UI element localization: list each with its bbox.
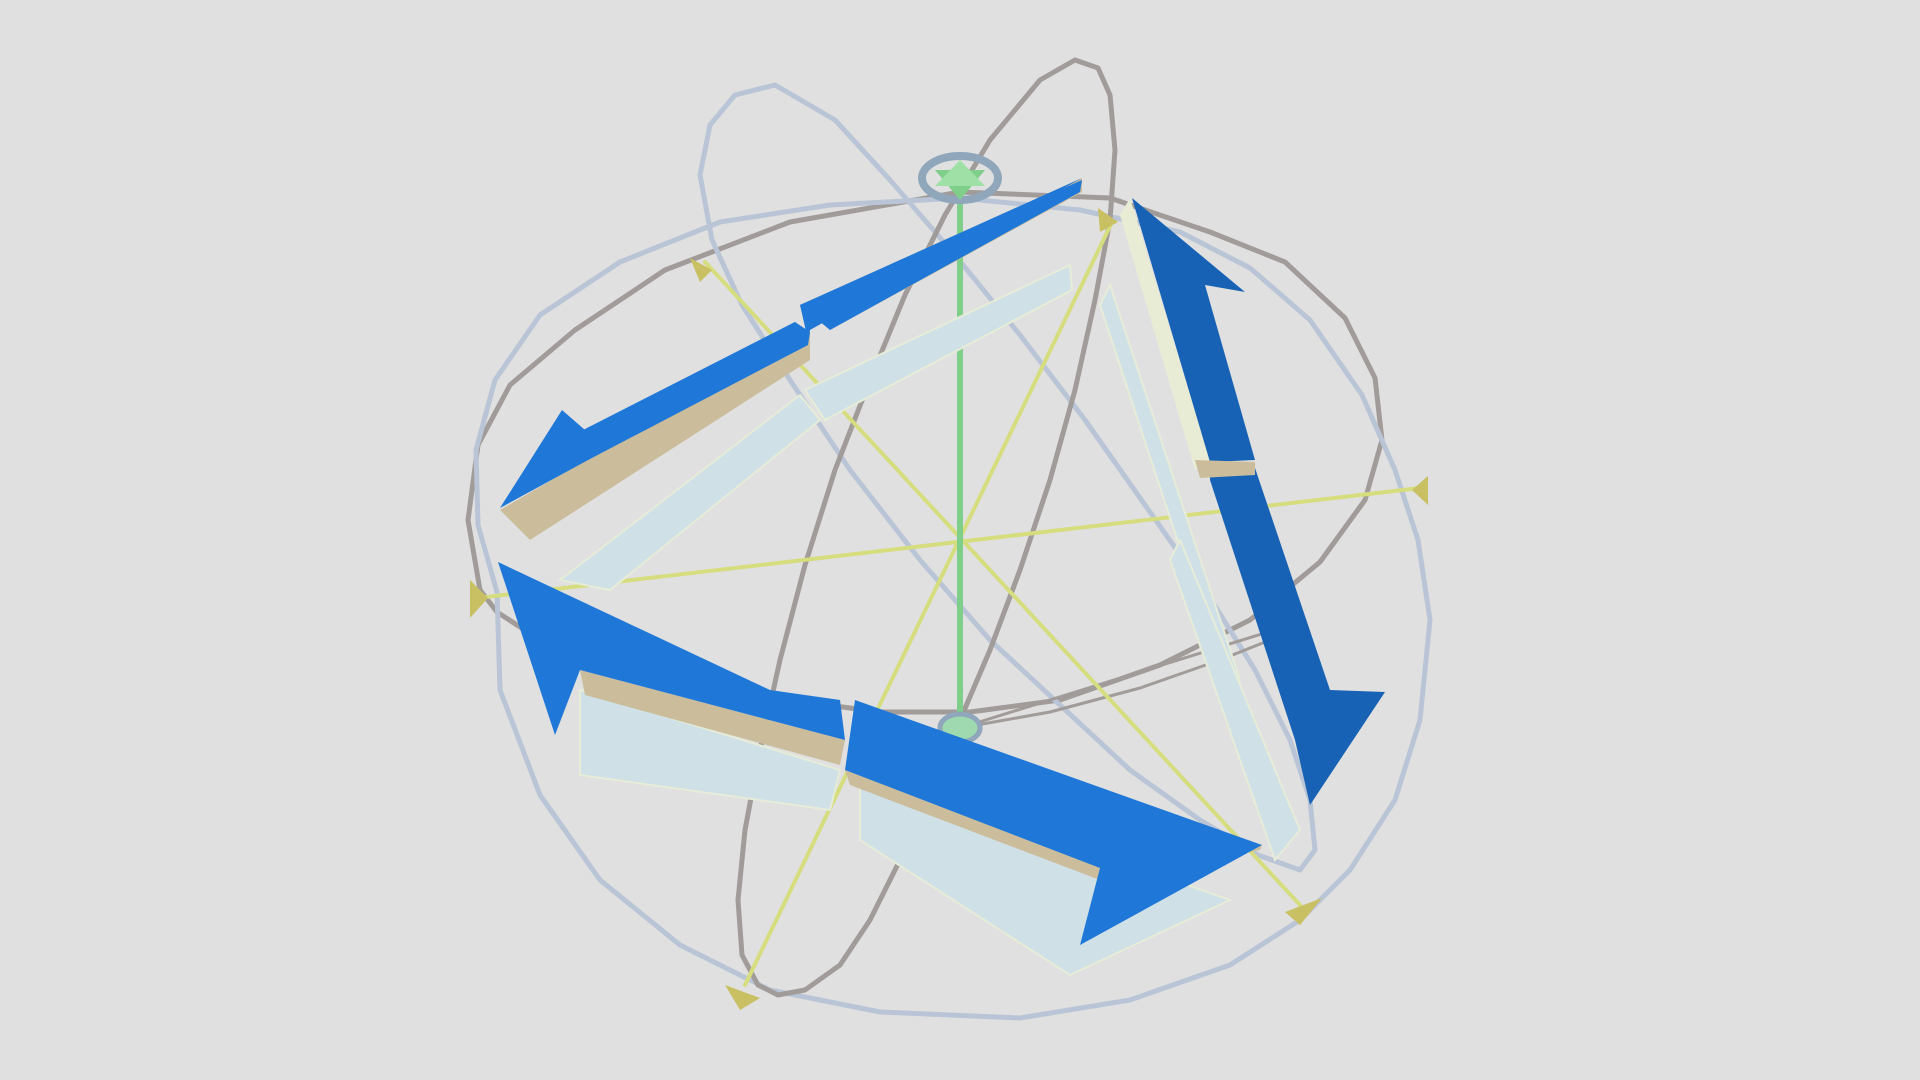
- tilted-ring-left: [697, 82, 1318, 873]
- arrow-shadows: [557, 263, 1302, 977]
- right-arrow[interactable]: [1120, 198, 1385, 805]
- right-arrow-ledge: [1195, 460, 1255, 478]
- shadow-bottom: [579, 688, 842, 812]
- shadow-top-left: [557, 393, 822, 592]
- top-left-arrow-body: [502, 322, 810, 505]
- axis-marker-top-left: [690, 258, 712, 282]
- axis-marker-top-right: [1098, 208, 1118, 232]
- top-left-arrow-body-2: [800, 180, 1082, 330]
- bottom-arrow-face-left: [498, 562, 845, 740]
- bottom-arrow-face-right: [845, 700, 1262, 945]
- shadow-right-2: [1168, 537, 1302, 862]
- right-arrow-face-upper: [1132, 198, 1255, 462]
- axis-marker-bottom-left: [725, 985, 760, 1010]
- axis-diag-a: [703, 260, 1302, 907]
- right-arrow-face-lower: [1210, 465, 1385, 805]
- top-pole-marker-2: [935, 160, 985, 186]
- axis-diag-b: [743, 220, 1114, 987]
- axis-marker-left: [470, 580, 488, 618]
- axis-end-markers: [470, 208, 1428, 1010]
- vertical-axis: [918, 152, 1002, 745]
- top-left-arrow[interactable]: [500, 178, 1082, 540]
- bottom-arrow-side-left: [580, 670, 845, 765]
- axis-marker-bottom-right: [1285, 898, 1322, 925]
- right-arrow-side: [1120, 198, 1210, 470]
- axis-marker-right: [1412, 476, 1428, 505]
- shadow-top-left-2: [803, 263, 1074, 422]
- bottom-arrow[interactable]: [498, 562, 1262, 945]
